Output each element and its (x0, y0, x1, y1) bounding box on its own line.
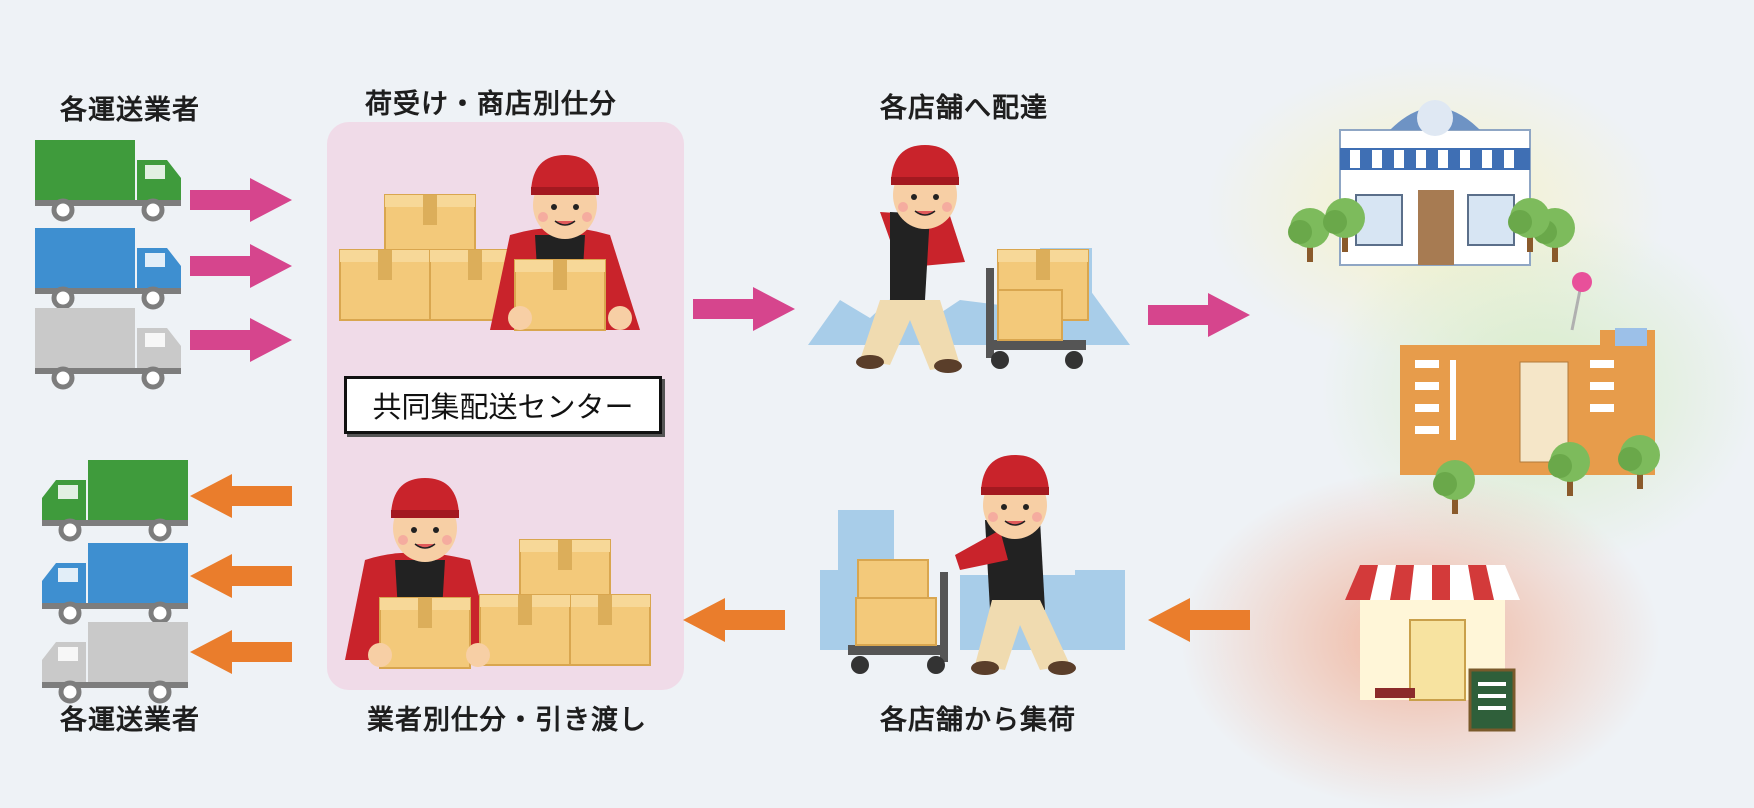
label-carriers-top: 各運送業者 (60, 95, 200, 126)
arrow-left-icon (190, 554, 292, 598)
hand-cart-icon (986, 249, 1089, 369)
hand-cart-icon (848, 559, 948, 674)
arrow-right-icon (693, 287, 795, 331)
stacked-boxes-icon (339, 194, 521, 321)
cardboard-box-icon (379, 597, 471, 669)
arrow-left-icon (683, 598, 785, 642)
arrow-right-icon (190, 244, 292, 288)
stacked-boxes-icon (479, 539, 651, 666)
green-truck-icon (42, 460, 188, 539)
green-truck-icon (35, 140, 181, 219)
label-pickup: 各店舗から集荷 (880, 705, 1076, 736)
blue-truck-icon (35, 228, 181, 307)
gray-truck-icon (35, 308, 181, 387)
label-carriers-bottom: 各運送業者 (60, 705, 200, 736)
label-receiving: 荷受け・商店別仕分 (365, 89, 617, 120)
arrow-left-icon (190, 630, 292, 674)
arrow-left-icon (190, 474, 292, 518)
shopping-mall-icon (1400, 272, 1660, 514)
label-sorting-handover: 業者別仕分・引き渡し (367, 705, 647, 736)
worker-icon (856, 144, 965, 373)
cafe-icon (1345, 565, 1520, 732)
worker-icon (955, 454, 1076, 675)
arrow-right-icon (190, 178, 292, 222)
blue-truck-icon (42, 543, 188, 622)
gray-truck-icon (42, 622, 188, 701)
clothing-store-icon (1288, 100, 1575, 266)
label-delivery: 各店舗へ配達 (880, 93, 1048, 124)
arrow-right-icon (190, 318, 292, 362)
arrow-right-icon (1148, 293, 1250, 337)
distribution-center-name: 共同集配送センター (344, 376, 662, 434)
